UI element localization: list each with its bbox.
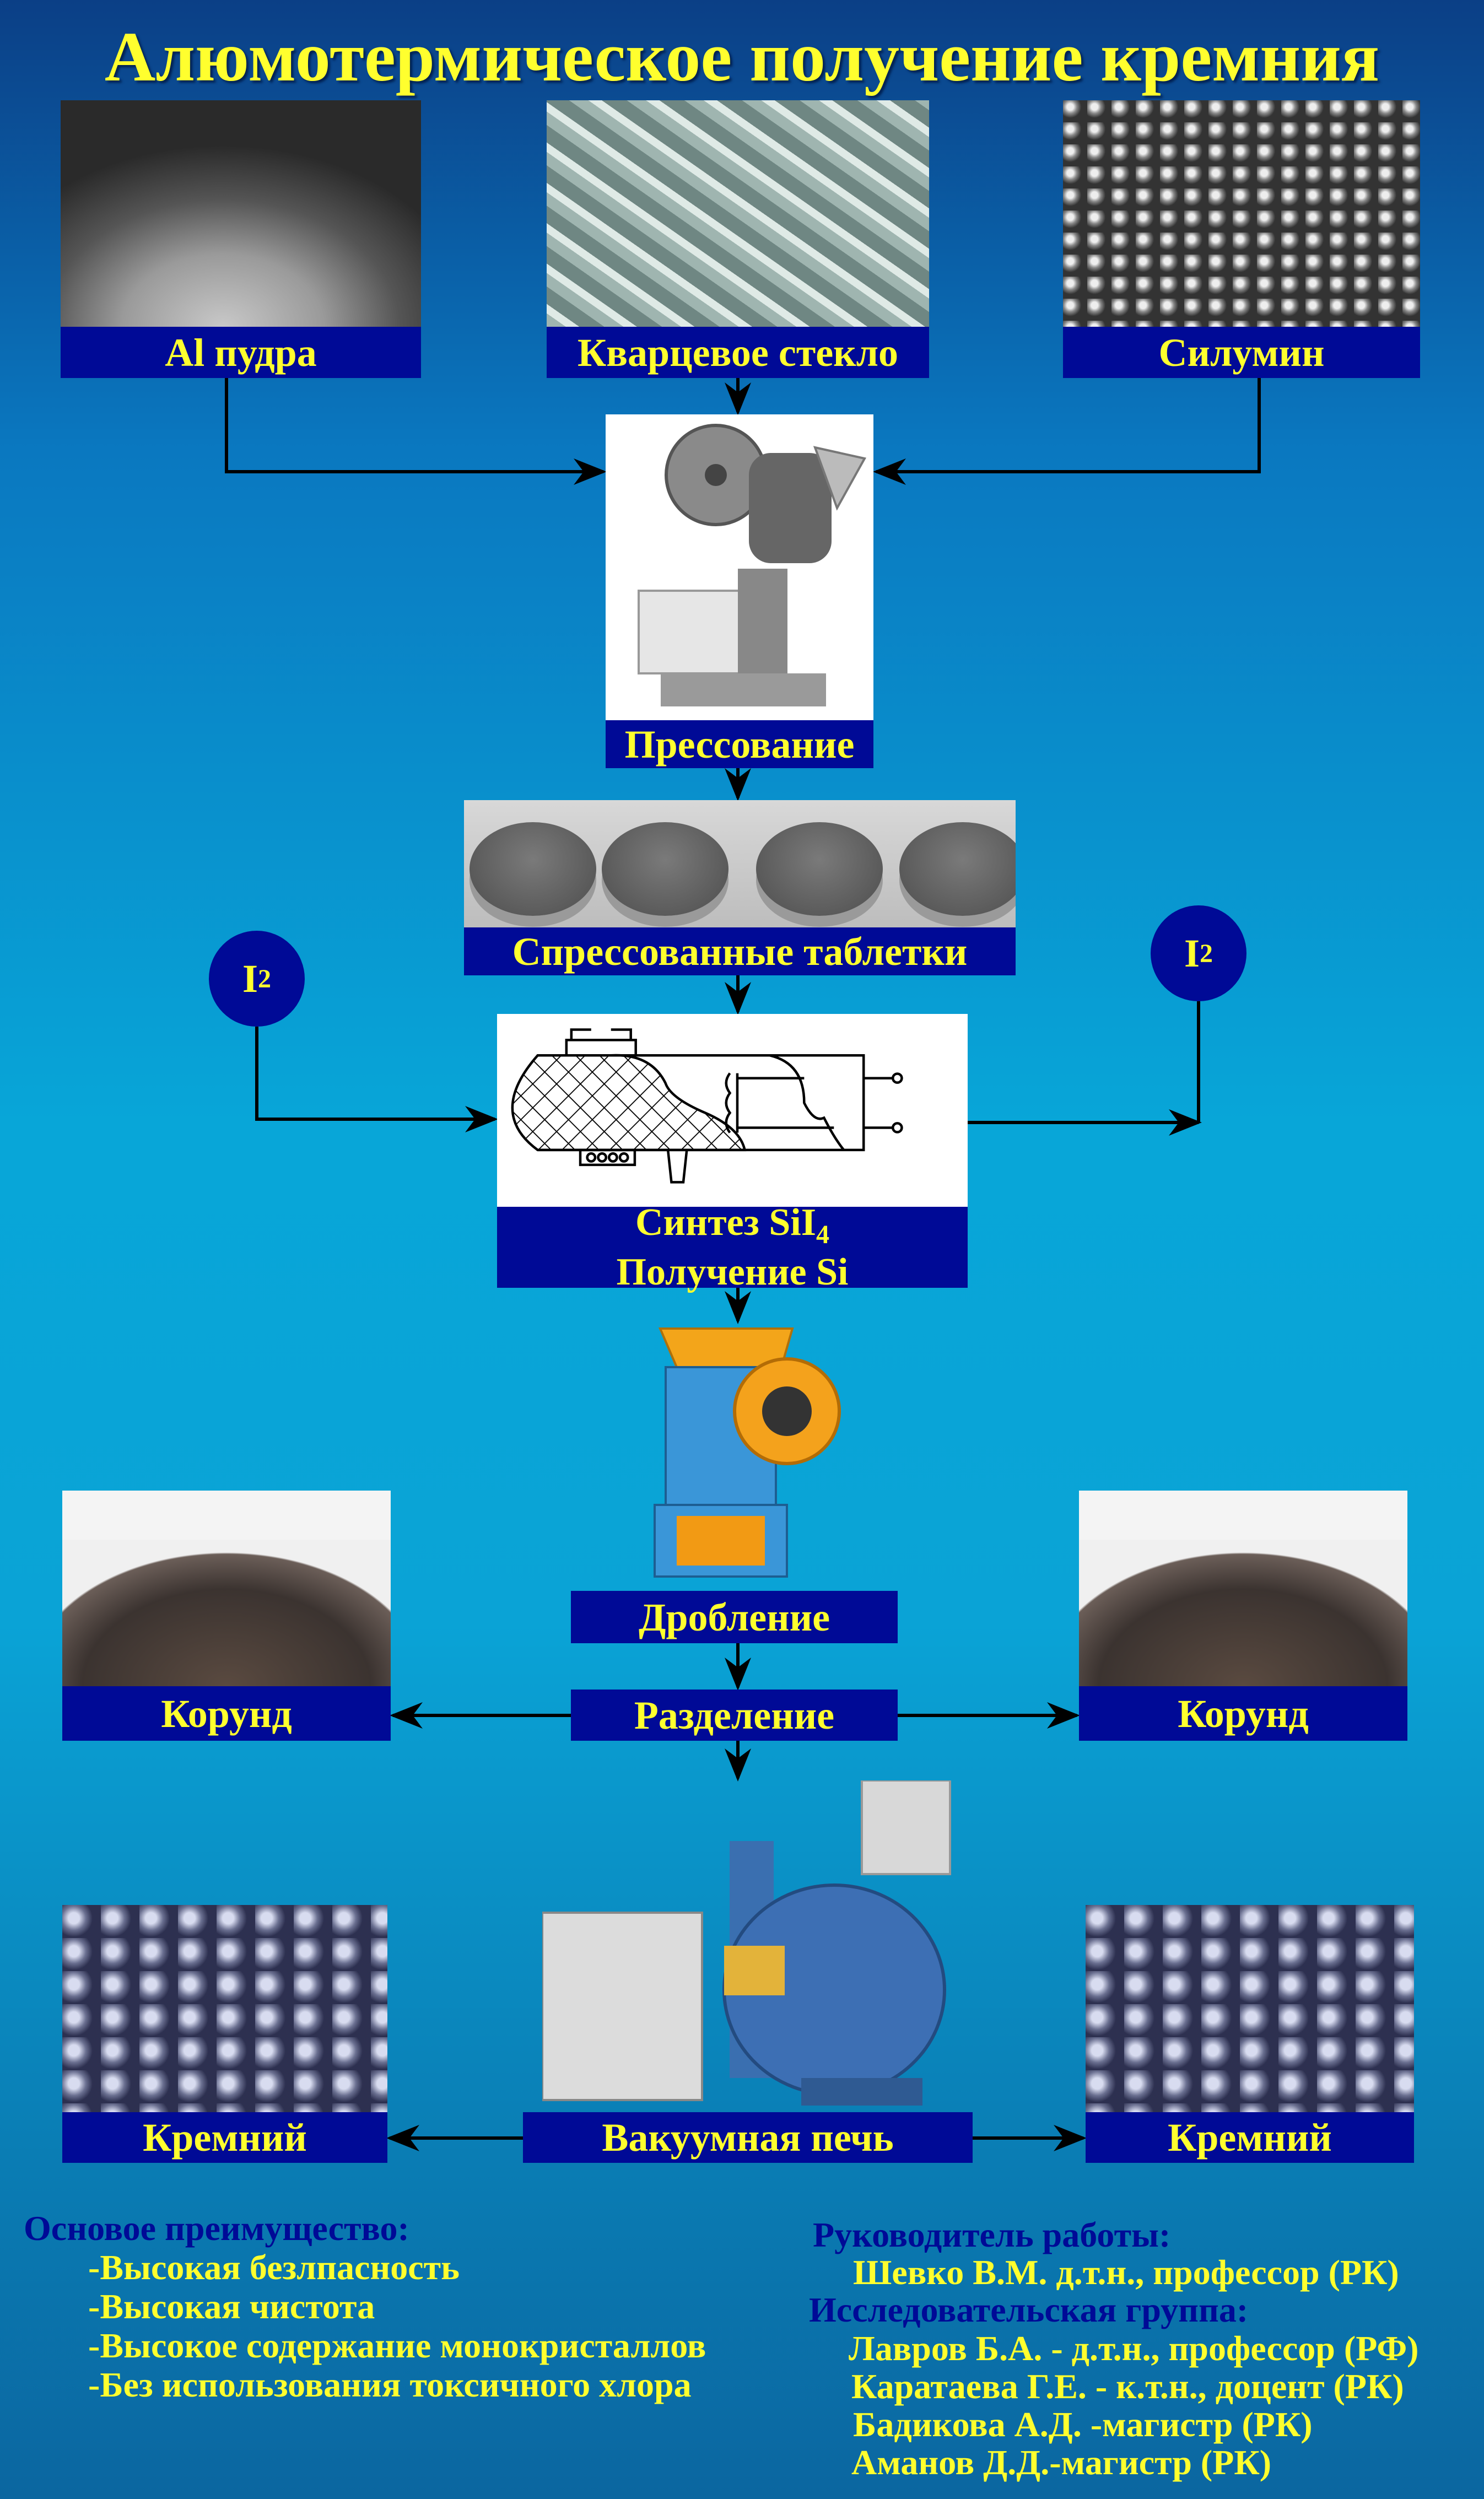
iodine-subscript: 2 [258, 964, 272, 994]
silumin-image [1063, 100, 1420, 327]
synthesis-line-1: Синтез SiI4 [635, 1201, 829, 1254]
group-member: Лавров Б.А. - д.т.н., профессор (РФ) [849, 2329, 1419, 2368]
silumin-label: Силумин [1063, 327, 1420, 378]
advantage-item: -Высокая чистота [88, 2287, 375, 2326]
silicon-left-image [62, 1905, 387, 2112]
arrow-iodine-in [255, 1027, 498, 1132]
leader-name: Шевко В.М. д.т.н., профессор (РК) [853, 2253, 1399, 2292]
vacuum-furnace-label: Вакуумная печь [523, 2112, 973, 2163]
synthesis-label: Синтез SiI4 Получение Si [497, 1201, 968, 1293]
al-powder-image [61, 100, 421, 327]
iodine-subscript: 2 [1200, 938, 1213, 968]
silicon-right-label: Кремний [1086, 2112, 1414, 2163]
separation-label: Разделение [571, 1690, 898, 1741]
group-member: Бадикова А.Д. -магистр (РК) [853, 2405, 1313, 2444]
quartz-glass-image [547, 100, 929, 327]
pressing-label: Прессование [606, 720, 873, 768]
corundum-left-image [62, 1491, 391, 1686]
corundum-right-image [1079, 1491, 1407, 1686]
arrow-al-to-press [225, 378, 607, 485]
vacuum-furnace-image [542, 1780, 973, 2112]
silicon-right-image [1086, 1905, 1414, 2112]
advantages-heading: Основое преимущество: [24, 2209, 409, 2248]
group-member: Каратаева Г.Е. - к.т.н., доцент (РК) [851, 2367, 1404, 2406]
advantage-item: -Без использования токсичного хлора [88, 2365, 692, 2404]
synthesis-line-2: Получение Si [616, 1250, 849, 1293]
iodine-symbol: I [242, 956, 258, 1001]
synthesis-subscript: 4 [816, 1219, 829, 1249]
silicon-left-label: Кремний [62, 2112, 387, 2163]
tablet-press-image [606, 414, 873, 720]
corundum-left-label: Корунд [62, 1686, 391, 1741]
crushing-label: Дробление [571, 1591, 898, 1643]
page-title: Алюмотермическое получение кремния [104, 18, 1380, 96]
advantage-item: -Высокая безлпасность [88, 2248, 460, 2287]
group-member: Аманов Д.Д.-магистр (РК) [851, 2443, 1272, 2482]
arrow-silumin-to-press [873, 378, 1261, 485]
pressed-tablets-image [464, 800, 1016, 927]
pressed-tablets-label: Спрессованные таблетки [464, 927, 1016, 975]
synthesis-reactor-diagram [497, 1014, 968, 1207]
al-powder-label: Al пудра [61, 327, 421, 378]
leader-heading: Руководитель работы: [813, 2215, 1171, 2254]
group-heading: Исследовательская группа: [809, 2290, 1249, 2329]
crusher-image [622, 1323, 853, 1591]
corundum-right-label: Корунд [1079, 1686, 1407, 1741]
quartz-glass-label: Кварцевое стекло [547, 327, 929, 378]
iodine-symbol: I [1184, 931, 1200, 975]
synthesis-text: Синтез SiI [635, 1201, 816, 1244]
advantage-item: -Высокое содержание монокристаллов [88, 2326, 706, 2365]
